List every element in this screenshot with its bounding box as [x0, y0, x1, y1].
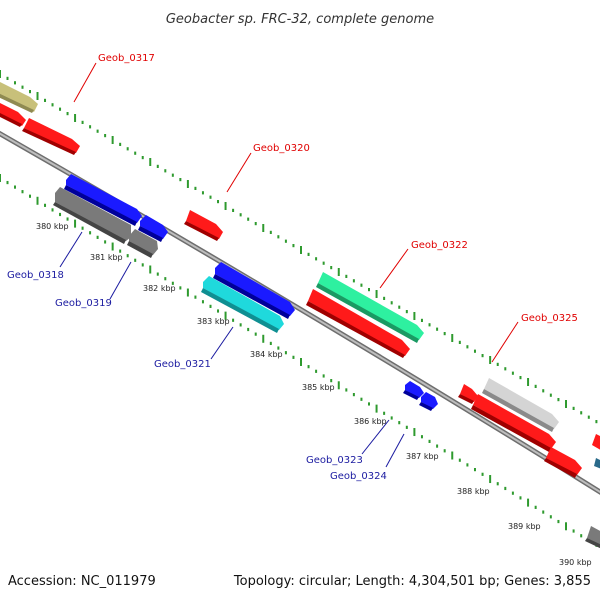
gene-label-geob-0320[interactable]: Geob_0320	[253, 143, 310, 154]
gene-feature-geob-0319[interactable]	[138, 215, 168, 242]
kbp-label-387: 387 kbp	[406, 452, 439, 461]
gene-feature-gray-1[interactable]	[53, 187, 131, 244]
gene-feature-teal-edge[interactable]	[594, 458, 600, 470]
gene-feature-red-4[interactable]	[471, 394, 556, 452]
gene-feature-geob-0325[interactable]	[482, 378, 559, 432]
leader-line	[226, 152, 252, 193]
kbp-label-382: 382 kbp	[143, 284, 176, 293]
leader-line	[379, 248, 409, 289]
genome-summary-text: Topology: circular; Length: 4,304,501 bp…	[233, 574, 591, 589]
kbp-label-386: 386 kbp	[354, 417, 387, 426]
reverse-strand-features	[53, 174, 600, 550]
kbp-label-384: 384 kbp	[250, 350, 283, 359]
gene-feature-red-2[interactable]	[306, 289, 410, 358]
gene-label-geob-0322[interactable]: Geob_0322	[411, 240, 468, 251]
gene-feature-red-3[interactable]	[458, 384, 478, 404]
gene-label-geob-0318[interactable]: Geob_0318	[7, 270, 64, 281]
leader-line	[491, 321, 519, 363]
gene-label-geob-0323[interactable]: Geob_0323	[306, 455, 363, 466]
kbp-label-388: 388 kbp	[457, 487, 490, 496]
leader-line	[59, 231, 83, 268]
gene-feature-red-6[interactable]	[592, 434, 600, 452]
gene-feature-red-1[interactable]	[0, 101, 26, 127]
map-title: Geobacter sp. FRC-32, complete genome	[166, 12, 434, 27]
reverse-gene-labels: Geob_0318 Geob_0319 Geob_0321 Geob_0323 …	[7, 231, 405, 482]
gene-feature-geob-0321[interactable]	[201, 276, 284, 333]
leader-line	[73, 62, 97, 103]
kbp-label-390: 390 kbp	[559, 558, 592, 567]
gene-feature-geob-0317[interactable]	[22, 118, 80, 155]
gene-feature-gray-edge[interactable]	[585, 526, 600, 550]
leader-line	[210, 326, 234, 360]
forward-strand-features	[0, 80, 600, 478]
gene-feature-red-5[interactable]	[544, 447, 582, 478]
gene-feature-geob-0320[interactable]	[184, 210, 223, 241]
gene-feature-geob-0324[interactable]	[419, 392, 438, 411]
outer-tick-track	[0, 70, 598, 424]
gene-feature-geob-0318[interactable]	[64, 174, 142, 226]
kbp-label-389: 389 kbp	[508, 522, 541, 531]
kbp-label-380: 380 kbp	[36, 222, 69, 231]
forward-gene-labels: Geob_0317 Geob_0320 Geob_0322 Geob_0325	[73, 53, 578, 363]
gene-label-geob-0319[interactable]: Geob_0319	[55, 298, 112, 309]
gene-feature-blue-1[interactable]	[213, 262, 295, 319]
gene-label-geob-0324[interactable]: Geob_0324	[330, 471, 387, 482]
gene-label-geob-0325[interactable]: Geob_0325	[521, 313, 578, 324]
accession-text: Accession: NC_011979	[8, 574, 156, 589]
leader-line	[361, 419, 390, 455]
kbp-scale-labels: 380 kbp 381 kbp 382 kbp 383 kbp 384 kbp …	[36, 222, 592, 567]
genome-backbone	[0, 130, 600, 495]
leader-line	[109, 261, 132, 300]
kbp-label-385: 385 kbp	[302, 383, 335, 392]
gene-feature-khaki[interactable]	[0, 80, 38, 113]
kbp-label-381: 381 kbp	[90, 253, 123, 262]
gene-label-geob-0317[interactable]: Geob_0317	[98, 53, 155, 64]
gene-label-geob-0321[interactable]: Geob_0321	[154, 359, 211, 370]
leader-line	[385, 433, 405, 468]
gene-feature-geob-0322[interactable]	[316, 272, 424, 343]
gene-feature-gray-2[interactable]	[127, 229, 158, 258]
gene-feature-geob-0323[interactable]	[403, 381, 424, 400]
inner-scale-track	[0, 174, 598, 547]
kbp-label-383: 383 kbp	[197, 317, 230, 326]
